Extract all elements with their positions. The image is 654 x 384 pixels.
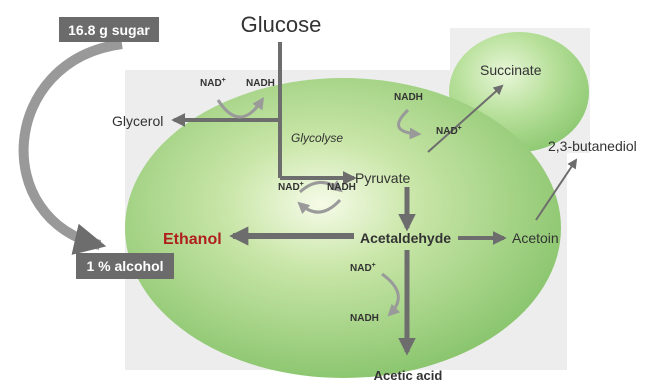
alcohol-label: 1 % alcohol [86, 258, 163, 274]
glucose-label: Glucose [241, 12, 322, 37]
sugar-to-alcohol-arrow [18, 39, 123, 255]
butanediol-arrow [535, 158, 578, 221]
glycerol-label: Glycerol [112, 113, 163, 129]
cell-body [125, 78, 561, 378]
nad-label-center: NAD+ [278, 181, 304, 193]
cycle-pyruvate [397, 108, 422, 140]
butanediol-label: 2,3-butanediol [548, 138, 637, 154]
sugar-box [59, 17, 159, 42]
cycle-center-top [298, 180, 343, 194]
succinate-arrow [427, 84, 504, 153]
alcohol-box [76, 253, 174, 279]
pyruvate-label: Pyruvate [355, 170, 410, 186]
cycle-center-bottom [297, 198, 342, 215]
acetic-acid-label: Acetic acid [374, 368, 443, 383]
ethanol-label: Ethanol [163, 231, 222, 248]
glycolyse-label: Glycolyse [291, 131, 343, 145]
nadh-label-glycerol: NADH [246, 78, 275, 89]
cycle-glycerol [216, 96, 264, 119]
nad-label-acetic: NAD+ [350, 262, 376, 274]
succinate-label: Succinate [480, 62, 542, 78]
nadh-label-acetic: NADH [350, 313, 379, 324]
acetaldehyde-label: Acetaldehyde [360, 230, 451, 246]
acetoin-label: Acetoin [512, 230, 559, 246]
nadh-label-center: NADH [327, 182, 356, 193]
cycle-acetic [381, 272, 401, 317]
nadh-label-pyruvate: NADH [394, 92, 423, 103]
sugar-label: 16.8 g sugar [68, 22, 150, 38]
nad-label-glycerol: NAD+ [200, 77, 226, 89]
nad-label-pyruvate: NAD+ [436, 125, 462, 137]
